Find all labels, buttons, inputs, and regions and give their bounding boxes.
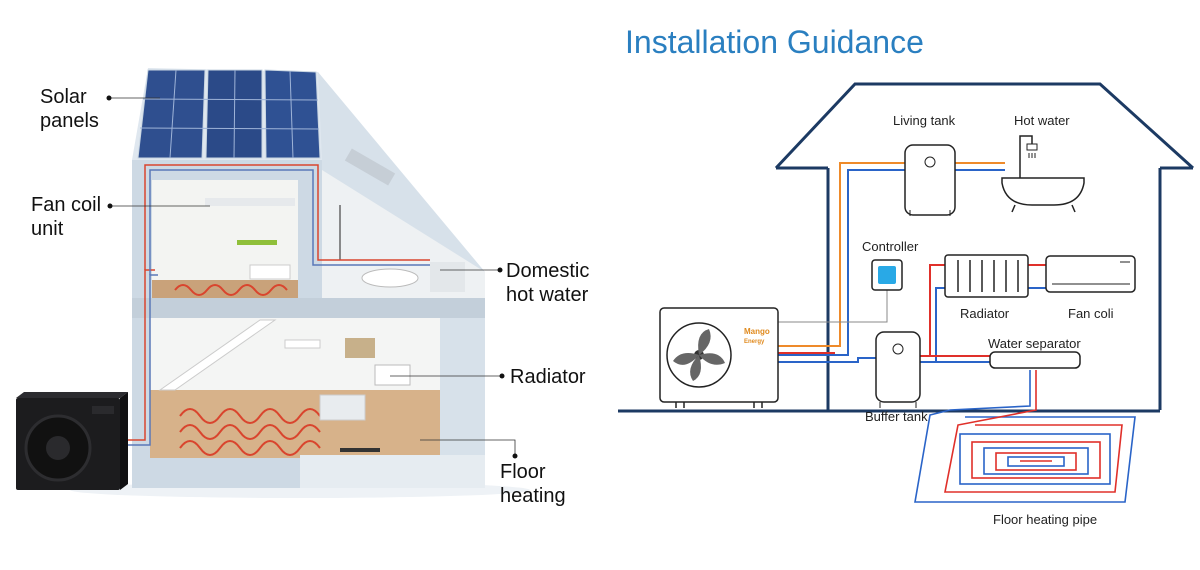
living-floor [150,390,440,458]
bathtub [361,268,419,288]
house-roof-outline [774,82,1195,170]
label-solar-line1: Solar [40,86,87,108]
controller-icon [871,259,903,291]
ac-unit-indoor [284,339,321,349]
brand-logo-line1: Mango [744,327,770,336]
upstairs-floor-pipe [174,284,288,296]
brand-logo-line2: Energy [744,339,765,345]
label-radiator-left: Radiator [510,366,586,388]
wall-shelf [237,240,277,245]
fan-coil-icon [1045,255,1136,293]
label-dhw-line1: Domestic [506,260,589,282]
page-title: Installation Guidance [625,24,924,60]
bed [249,264,291,280]
skylight [344,148,396,186]
radiator-icon [944,254,1029,298]
label-fancoil-line1: Fan coil [31,194,101,216]
fan-coil-unit-indoor [205,198,295,206]
living-tank [904,144,956,216]
label-hot-water: Hot water [1014,113,1070,128]
bookshelf [345,338,375,358]
sofa [319,394,366,421]
cold-pipe-upper [149,169,430,275]
label-water-separator: Water separator [988,336,1081,351]
floor-heating-pipe [914,370,1136,503]
patio-table [340,448,380,452]
schematic-pipes [778,162,1046,363]
fan-blade-icon [698,329,711,355]
label-floor-heating-pipe: Floor heating pipe [993,512,1097,527]
bedroom-floor [152,280,298,298]
house-illustration [16,68,530,498]
buffer-tank-icon [875,331,921,408]
label-fancoil-line2: unit [31,218,64,240]
label-buffer-tank: Buffer tank [865,409,928,424]
label-floor-line1: Floor [500,461,546,483]
label-solar-line2: panels [40,110,99,132]
staircase [158,319,277,391]
water-separator-icon [989,351,1081,369]
floor-heating-coil [179,408,321,456]
left-callouts [106,95,518,459]
floor-slab [132,298,485,318]
label-controller: Controller [862,239,919,254]
label-fan-coil: Fan coli [1068,306,1114,321]
label-floor-line2: heating [500,485,566,507]
solar-panels [137,69,321,159]
cold-pipe-riser [125,274,158,446]
radiator-indoor [374,364,411,386]
label-living-tank: Living tank [893,113,956,128]
bathtub-icon [1001,135,1085,213]
heat-pump-schematic [659,307,779,408]
label-dhw-line2: hot water [506,284,589,306]
hot-pipe-upper [144,164,430,270]
outdoor-heat-pump-3d [16,392,128,490]
terrace [300,455,485,488]
hot-water-tank-indoor [430,262,465,292]
label-radiator-right: Radiator [960,306,1010,321]
